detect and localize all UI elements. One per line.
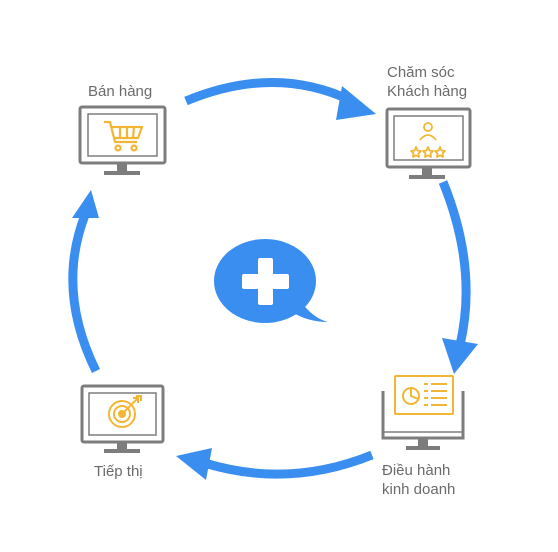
arrowhead-care xyxy=(336,86,376,120)
arrow-sales-to-care xyxy=(184,78,354,106)
cycle-arrows xyxy=(68,78,471,479)
monitor-mkt xyxy=(80,384,165,453)
node-label-care: Chăm sóc Khách hàng xyxy=(387,63,467,101)
business-dashboard-icon xyxy=(394,375,454,415)
monitor-care xyxy=(385,107,472,179)
monitor-ops xyxy=(381,375,465,450)
arrow-care-to-ops xyxy=(438,180,471,347)
arrow-ops-to-mkt xyxy=(206,450,374,479)
target-icon xyxy=(108,395,142,428)
node-label-marketing: Tiếp thị xyxy=(94,462,143,481)
node-label-line: Bán hàng xyxy=(88,83,153,100)
node-label-sales: Bán hàng xyxy=(88,82,152,101)
node-label-ops: Điều hành kinh doanh xyxy=(382,461,455,499)
node-label-line: Khách hàng xyxy=(387,83,468,100)
arrowhead-mkt xyxy=(176,448,212,480)
customer-rating-icon xyxy=(410,122,446,158)
node-label-line: Tiếp thị xyxy=(94,463,143,480)
shopping-cart-icon xyxy=(104,120,144,152)
node-label-line: Chăm sóc xyxy=(387,64,455,81)
arrowhead-ops xyxy=(442,338,478,374)
arrowhead-sales xyxy=(72,190,99,218)
node-label-line: kinh doanh xyxy=(382,481,456,498)
chat-bubble-plus-icon xyxy=(214,239,328,323)
arrow-mkt-to-sales xyxy=(68,213,101,373)
monitor-sales xyxy=(78,105,167,175)
arrow-heads xyxy=(72,86,478,480)
node-label-line: Điều hành xyxy=(382,462,451,479)
